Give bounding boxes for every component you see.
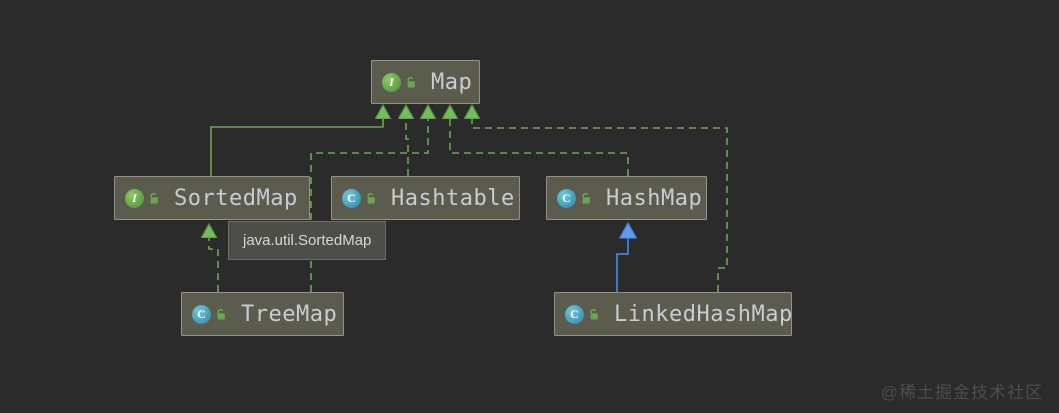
node-treemap[interactable]: C TreeMap [181, 292, 344, 336]
node-linkedhashmap[interactable]: C LinkedHashMap [554, 292, 792, 336]
unlocked-lock-icon [587, 308, 600, 321]
class-badge-icon: C [557, 188, 576, 208]
node-linkedhashmap-label: LinkedHashMap [614, 301, 793, 327]
node-sortedmap-icons: I [125, 188, 160, 208]
node-map-label: Map [431, 69, 473, 95]
node-sortedmap-label: SortedMap [174, 185, 298, 211]
interface-badge-icon: I [125, 188, 144, 208]
unlocked-lock-icon [214, 308, 227, 321]
unlocked-lock-icon [404, 76, 417, 89]
node-sortedmap[interactable]: I SortedMap [114, 176, 310, 220]
watermark-text: @稀土掘金技术社区 [880, 383, 1043, 402]
node-hashmap-icons: C [557, 188, 592, 208]
unlocked-lock-icon [579, 192, 592, 205]
tooltip-sortedmap-fqn: java.util.SortedMap [228, 221, 387, 260]
interface-badge-icon: I [382, 72, 401, 92]
node-linkedhashmap-icons: C [565, 304, 600, 324]
class-badge-icon: C [565, 304, 584, 324]
node-hashtable[interactable]: C Hashtable [331, 176, 520, 220]
edge-linkedhashmap-to-hashmap [616, 233, 628, 292]
node-map-icons: I [382, 72, 417, 92]
unlocked-lock-icon [364, 192, 377, 205]
class-badge-icon: C [342, 188, 361, 208]
edge-hashtable-to-map [406, 114, 408, 176]
node-treemap-label: TreeMap [241, 301, 338, 327]
node-hashmap[interactable]: C HashMap [546, 176, 707, 220]
node-hashtable-label: Hashtable [391, 185, 515, 211]
unlocked-lock-icon [147, 192, 160, 205]
node-map[interactable]: I Map [371, 60, 480, 104]
node-treemap-icons: C [192, 304, 227, 324]
edge-hashmap-to-map [450, 114, 629, 176]
node-hashmap-label: HashMap [606, 185, 703, 211]
class-badge-icon: C [192, 304, 211, 324]
node-hashtable-icons: C [342, 188, 377, 208]
edge-treemap-to-sortedmap [209, 233, 219, 292]
edge-sortedmap-to-map [210, 114, 383, 176]
